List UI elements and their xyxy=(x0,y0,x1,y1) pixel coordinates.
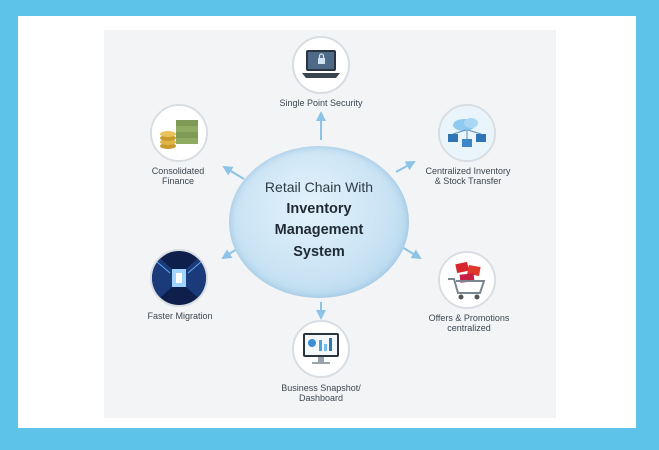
center-title-line4: System xyxy=(293,244,345,260)
laptop-lock-icon xyxy=(292,36,350,94)
label-security: Single Point Security xyxy=(279,98,363,108)
label-offers: Offers & Promotions centralized xyxy=(428,313,510,333)
label-dashboard: Business Snapshot/ Dashboard xyxy=(281,383,361,403)
center-title-line2: Inventory xyxy=(286,201,352,217)
money-coins-icon xyxy=(150,104,208,162)
center-title-line1: Retail Chain With xyxy=(264,179,374,195)
label-finance: Consolidated Finance xyxy=(151,166,205,186)
label-inventory: Centralized Inventory & Stock Transfer xyxy=(425,166,511,186)
shopping-cart-sale-icon xyxy=(438,251,496,309)
server-room-icon xyxy=(150,249,208,307)
central-circle: Retail Chain With Inventory Management S… xyxy=(229,146,409,298)
arrow-inventory xyxy=(395,161,416,173)
monitor-dashboard-icon xyxy=(292,320,350,378)
arrow-finance xyxy=(222,165,245,180)
arrow-offers xyxy=(401,246,422,260)
label-migration: Faster Migration xyxy=(147,311,213,321)
center-title-line3: Management xyxy=(274,222,364,238)
cloud-network-icon xyxy=(438,104,496,162)
